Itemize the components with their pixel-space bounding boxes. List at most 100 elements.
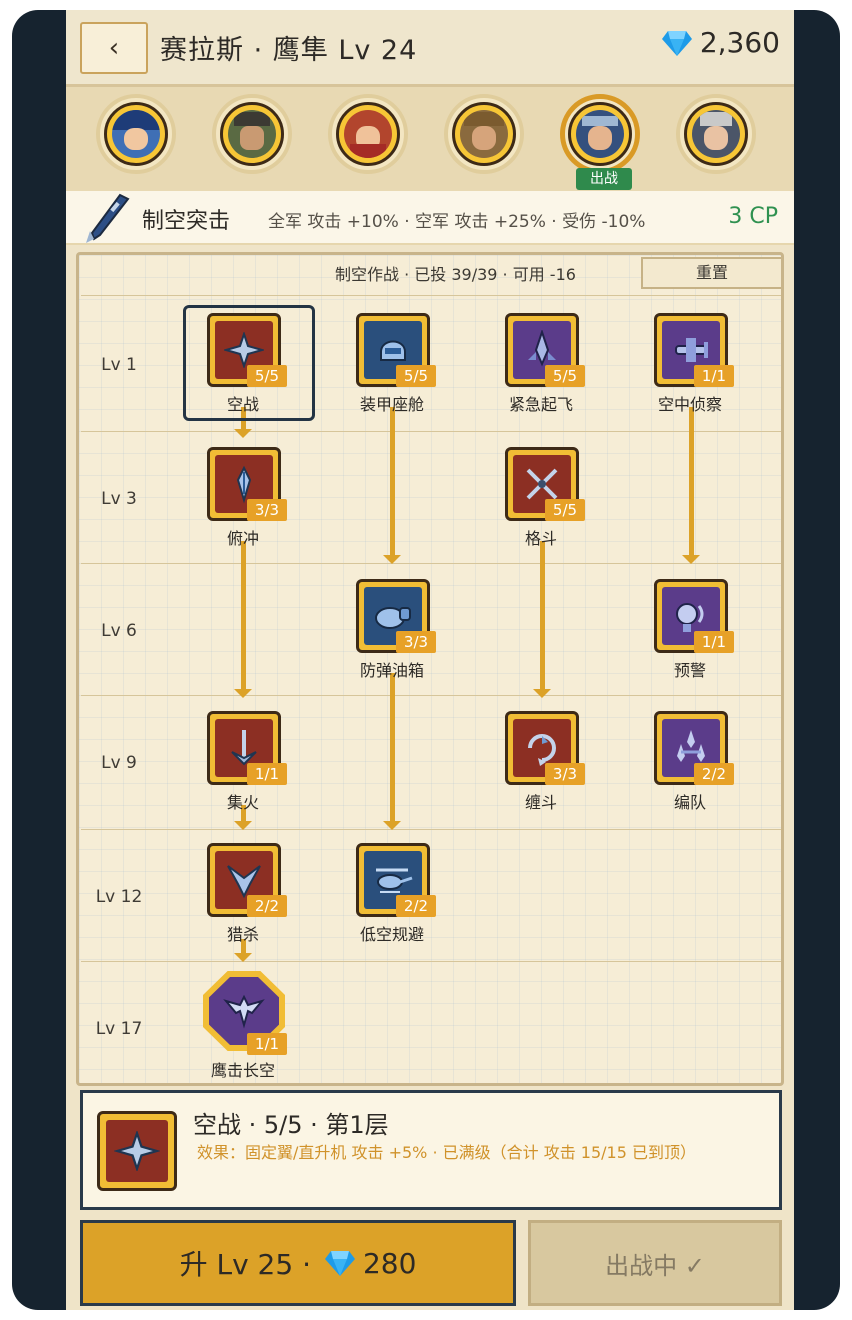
helmet-icon — [380, 340, 406, 361]
page-title: 赛拉斯 · 鹰隼 Lv 24 — [160, 35, 418, 66]
skill-rank: 1/1 — [694, 631, 734, 653]
skill-name: 缠斗 — [524, 793, 557, 812]
skill-node-air-recon[interactable]: 1/1 空中侦察 — [630, 311, 750, 429]
upgrade-button[interactable]: 升 Lv 25 · 280 — [80, 1220, 516, 1306]
hero-portrait-4[interactable] — [444, 94, 524, 174]
skill-node-melee[interactable]: 5/5 格斗 — [481, 445, 601, 563]
diamond-icon — [324, 1251, 355, 1276]
gem-counter: 2,360 — [661, 26, 780, 59]
skill-node-fuel-tank[interactable]: 3/3 防弹油箱 — [332, 577, 452, 695]
row-divider — [81, 829, 781, 830]
hero-portrait-1[interactable] — [96, 94, 176, 174]
skill-rank: 1/1 — [694, 365, 734, 387]
deployed-button[interactable]: 出战中 ✓ — [528, 1220, 782, 1306]
tree-arrow — [682, 555, 700, 564]
skill-node-dive[interactable]: 3/3 俯冲 — [183, 445, 303, 563]
upgrade-label: 升 Lv 25 · — [179, 1248, 311, 1281]
tree-connector — [689, 407, 694, 555]
skill-rank: 5/5 — [396, 365, 436, 387]
row-divider — [81, 431, 781, 432]
skill-name: 空战 — [226, 395, 259, 414]
tree-connector — [241, 805, 246, 821]
skill-name: 俯冲 — [226, 529, 259, 548]
hero-portrait-5-active[interactable] — [560, 94, 640, 174]
skill-node-armored-cockpit[interactable]: 5/5 装甲座舱 — [332, 311, 452, 429]
tree-connector — [540, 541, 545, 689]
jet-fighter-icon — [86, 193, 130, 243]
gem-amount: 2,360 — [699, 26, 780, 59]
row-divider — [81, 563, 781, 564]
map-background — [79, 255, 781, 1083]
dive-icon — [236, 465, 252, 504]
back-button[interactable]: ‹ — [80, 22, 148, 74]
ultimate-tile — [203, 971, 285, 1051]
fighter-jet-icon — [224, 332, 264, 368]
skill-name: 紧急起飞 — [508, 395, 573, 414]
level-label: Lv 1 — [101, 355, 137, 375]
skill-node-air-combat[interactable]: 5/5 空战 — [183, 305, 315, 429]
rocket-icon — [528, 330, 556, 367]
hero-portrait-2[interactable] — [212, 94, 292, 174]
tree-effect: 全军 攻击 +10% · 空军 攻击 +25% · 受伤 -10% — [268, 212, 646, 232]
top-bar: ‹ 赛拉斯 · 鹰隼 Lv 24 2,360 — [66, 10, 794, 87]
upgrade-cost: 280 — [362, 1246, 417, 1280]
skill-rank: 3/3 — [396, 631, 436, 653]
skill-node-early-warning[interactable]: 1/1 预警 — [630, 577, 750, 695]
selected-skill-tile — [97, 1111, 177, 1191]
chevron-left-icon: ‹ — [108, 33, 120, 63]
skill-rank: 5/5 — [545, 365, 585, 387]
crossed-swords-icon — [526, 468, 558, 500]
target-icon — [231, 730, 257, 766]
tree-arrow — [234, 689, 252, 698]
tree-connector — [390, 407, 395, 555]
skill-name: 编队 — [673, 793, 706, 812]
skill-node-focus-fire[interactable]: 1/1 集火 — [183, 709, 303, 827]
reset-button[interactable]: 重置 — [641, 257, 781, 289]
eagle-icon — [223, 994, 265, 1029]
fuel-tank-icon — [375, 607, 411, 629]
level-label: Lv 17 — [95, 1019, 143, 1039]
level-label: Lv 3 — [101, 489, 137, 509]
skill-name: 低空规避 — [359, 925, 424, 944]
row-divider — [81, 961, 781, 962]
helicopter-icon — [376, 868, 413, 893]
cp-cost: 3 CP — [728, 204, 778, 229]
skill-node-formation[interactable]: 2/2 编队 — [630, 709, 750, 827]
skill-tree-panel: 制空作战 · 已投 39/39 · 可用 -16 重置 Lv 1 Lv 3 Lv… — [76, 252, 784, 1086]
recon-plane-icon — [675, 338, 708, 362]
skill-name: 防弹油箱 — [359, 661, 424, 680]
skill-rank: 1/1 — [247, 763, 287, 785]
game-screen: ‹ 赛拉斯 · 鹰隼 Lv 24 2,360 出战 制空突击 全军 攻击 +10… — [66, 10, 794, 1310]
skill-name: 集火 — [226, 793, 259, 812]
skill-name: 鹰击长空 — [210, 1061, 275, 1080]
tree-connector — [241, 541, 246, 689]
skill-name: 装甲座舱 — [359, 395, 424, 414]
fighter-jet-icon — [114, 1131, 160, 1171]
skill-tree-header: 制空突击 全军 攻击 +10% · 空军 攻击 +25% · 受伤 -10% 3… — [66, 191, 794, 245]
hero-selector — [66, 87, 794, 191]
skill-node-low-altitude-evasion[interactable]: 2/2 低空规避 — [332, 841, 452, 959]
tree-name: 制空突击 — [142, 209, 231, 234]
skill-node-eagle-strike[interactable]: 1/1 鹰击长空 — [183, 971, 303, 1083]
row-divider — [81, 695, 781, 696]
skill-rank: 5/5 — [545, 499, 585, 521]
level-label: Lv 9 — [101, 753, 137, 773]
tree-arrow — [234, 429, 252, 438]
skill-node-scramble[interactable]: 5/5 紧急起飞 — [481, 311, 601, 429]
hero-portrait-3[interactable] — [328, 94, 408, 174]
formation-icon — [677, 730, 705, 762]
tree-arrow — [383, 555, 401, 564]
hero-portrait-6[interactable] — [676, 94, 756, 174]
tree-arrow — [533, 689, 551, 698]
tree-arrow — [234, 821, 252, 830]
diamond-icon — [661, 30, 692, 56]
hero-face — [576, 110, 624, 158]
detail-title: 空战 · 5/5 · 第1层 — [193, 1111, 389, 1139]
hero-face — [460, 110, 508, 158]
skill-name: 格斗 — [524, 529, 557, 548]
skill-name: 预警 — [673, 661, 706, 680]
skill-node-dogfight[interactable]: 3/3 缠斗 — [481, 709, 601, 827]
skill-node-hunt[interactable]: 2/2 猎杀 — [183, 841, 303, 959]
dogfight-icon — [528, 734, 556, 766]
hunt-icon — [227, 865, 261, 899]
